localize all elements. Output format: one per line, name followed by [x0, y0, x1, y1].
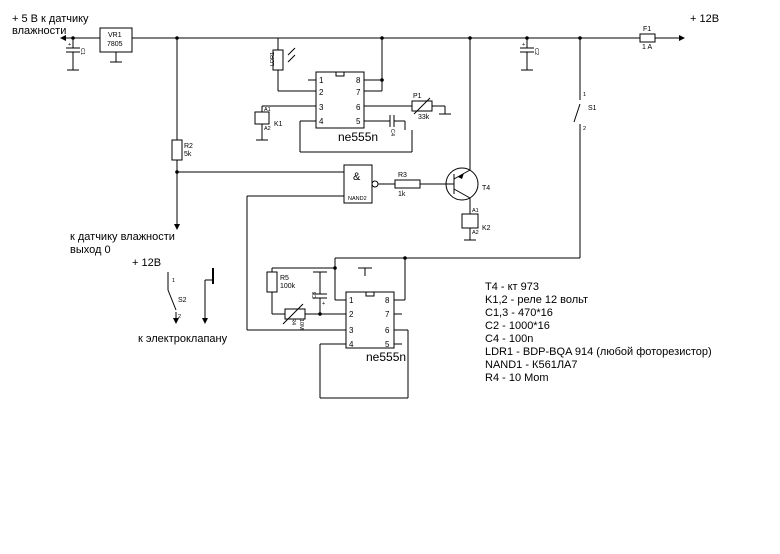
- c3-label: C3: [312, 292, 318, 299]
- ic2-name: ne555n: [366, 350, 406, 364]
- s2-label: S2: [178, 297, 187, 304]
- s2-pin1: 1: [172, 278, 175, 284]
- ic1-pin1: 1: [319, 76, 324, 85]
- label-humidity-out: к датчику влажности: [70, 231, 175, 243]
- switch-s2: S2 1 2: [167, 272, 187, 324]
- potentiometer-r4: R4 10M: [282, 303, 338, 330]
- ic1-pin6: 6: [356, 103, 361, 112]
- ldr1-label: LDR1: [270, 52, 276, 66]
- nand-symbol: &: [353, 171, 361, 183]
- capacitor-c1: + C1: [66, 38, 85, 71]
- note-line: R4 - 10 Mom: [485, 372, 549, 384]
- ic2-pin5: 5: [385, 340, 390, 349]
- switch-s1: S1 1 2: [573, 38, 597, 258]
- r3-value: 1k: [398, 191, 406, 198]
- label-supply-12v-left: + 12В: [132, 257, 161, 269]
- note-line: C2 - 1000*16: [485, 320, 550, 332]
- label-supply-5v-line2: влажности: [12, 25, 66, 37]
- ic1-pin3: 3: [319, 103, 324, 112]
- ic2-pin7: 7: [385, 310, 390, 319]
- r5-value: 100k: [280, 283, 296, 290]
- c2-label: C2: [533, 48, 539, 55]
- ic1-ne555: 1 2 3 4 8 7 6 5 ne555n: [308, 71, 378, 144]
- k1-a1: A1: [264, 107, 271, 113]
- nand-gate: & NAND2: [343, 164, 379, 204]
- vr1-label: VR1: [108, 32, 122, 39]
- svg-text:+: +: [322, 301, 325, 307]
- note-line: K1,2 - реле 12 вольт: [485, 294, 588, 306]
- t4-label: T4: [482, 185, 490, 192]
- ic1-name: ne555n: [338, 130, 378, 144]
- s1-pin1: 1: [583, 92, 586, 98]
- label-humidity-out-line2: выход 0: [70, 244, 111, 256]
- p1-label: P1: [413, 93, 422, 100]
- s2-pin2: 2: [178, 314, 181, 320]
- ic2-pin3: 3: [349, 326, 354, 335]
- f1-value: 1 A: [642, 44, 652, 51]
- fuse-f1: F1 1 A: [639, 26, 656, 51]
- p1-value: 33k: [418, 114, 430, 121]
- k2-label: K2: [482, 225, 491, 232]
- k2-a1: A1: [472, 208, 479, 214]
- label-valve-out: к электроклапану: [138, 333, 228, 345]
- r5-label: R5: [280, 275, 289, 282]
- note-line: C4 - 100n: [485, 333, 533, 345]
- svg-text:+: +: [68, 42, 71, 48]
- svg-text:+: +: [522, 42, 525, 48]
- ic2-ne555: 1 2 3 4 8 7 6 5 ne555n: [338, 291, 406, 364]
- ic1-pin5: 5: [356, 117, 361, 126]
- s1-label: S1: [588, 105, 597, 112]
- note-line: NAND1 - К561ЛА7: [485, 359, 578, 371]
- f1-label: F1: [643, 26, 651, 33]
- note-line: T4 - кт 973: [485, 281, 539, 293]
- capacitor-c2: + C2: [520, 38, 539, 71]
- transistor-t4: T4: [420, 167, 490, 214]
- ic1-pin4: 4: [319, 117, 324, 126]
- note-line: LDR1 - BDP-BQA 914 (любой фоторезистор): [485, 346, 712, 358]
- top-rail: [60, 35, 685, 41]
- ic1-pin7: 7: [356, 88, 361, 97]
- ic2-pin6: 6: [385, 326, 390, 335]
- ic2-pin8: 8: [385, 296, 390, 305]
- relay-k2: K2 A1 A2: [461, 208, 491, 241]
- ic1-pin2: 2: [319, 88, 324, 97]
- ic2-pin2: 2: [349, 310, 354, 319]
- r3-label: R3: [398, 172, 407, 179]
- r2-value: 5k: [184, 151, 192, 158]
- r4-value: 10M: [298, 319, 304, 330]
- ic1-pin8: 8: [356, 76, 361, 85]
- label-supply-5v: + 5 В к датчику: [12, 13, 89, 25]
- r4-label: R4: [290, 318, 296, 325]
- vr1-value: 7805: [107, 41, 123, 48]
- c4-label: C4: [389, 129, 395, 136]
- capacitor-c4: C4: [372, 115, 406, 136]
- c1-label: C1: [79, 48, 85, 55]
- resistor-r3: R3 1k: [394, 172, 421, 198]
- k2-a2: A2: [472, 230, 479, 236]
- regulator-vr1: VR1 7805: [99, 27, 133, 63]
- ic2-pin4: 4: [349, 340, 354, 349]
- resistor-r2: R2 5k: [171, 38, 193, 230]
- k1-label: K1: [274, 121, 283, 128]
- photoresistor-ldr1: LDR1: [270, 38, 316, 92]
- label-supply-12v-top: + 12В: [690, 13, 719, 25]
- potentiometer-p1: P1 33k: [372, 93, 451, 121]
- note-line: C1,3 - 470*16: [485, 307, 553, 319]
- ic2-pin1: 1: [349, 296, 354, 305]
- component-notes: T4 - кт 973 K1,2 - реле 12 вольт C1,3 - …: [485, 281, 712, 384]
- nand-name: NAND2: [348, 196, 367, 202]
- k1-a2: A2: [264, 126, 271, 132]
- capacitor-c3: + C3: [312, 271, 327, 316]
- resistor-r5: R5 100k: [266, 268, 296, 315]
- s1-pin2: 2: [583, 126, 586, 132]
- relay-k1: K1 A1 A2: [254, 105, 316, 141]
- r2-label: R2: [184, 143, 193, 150]
